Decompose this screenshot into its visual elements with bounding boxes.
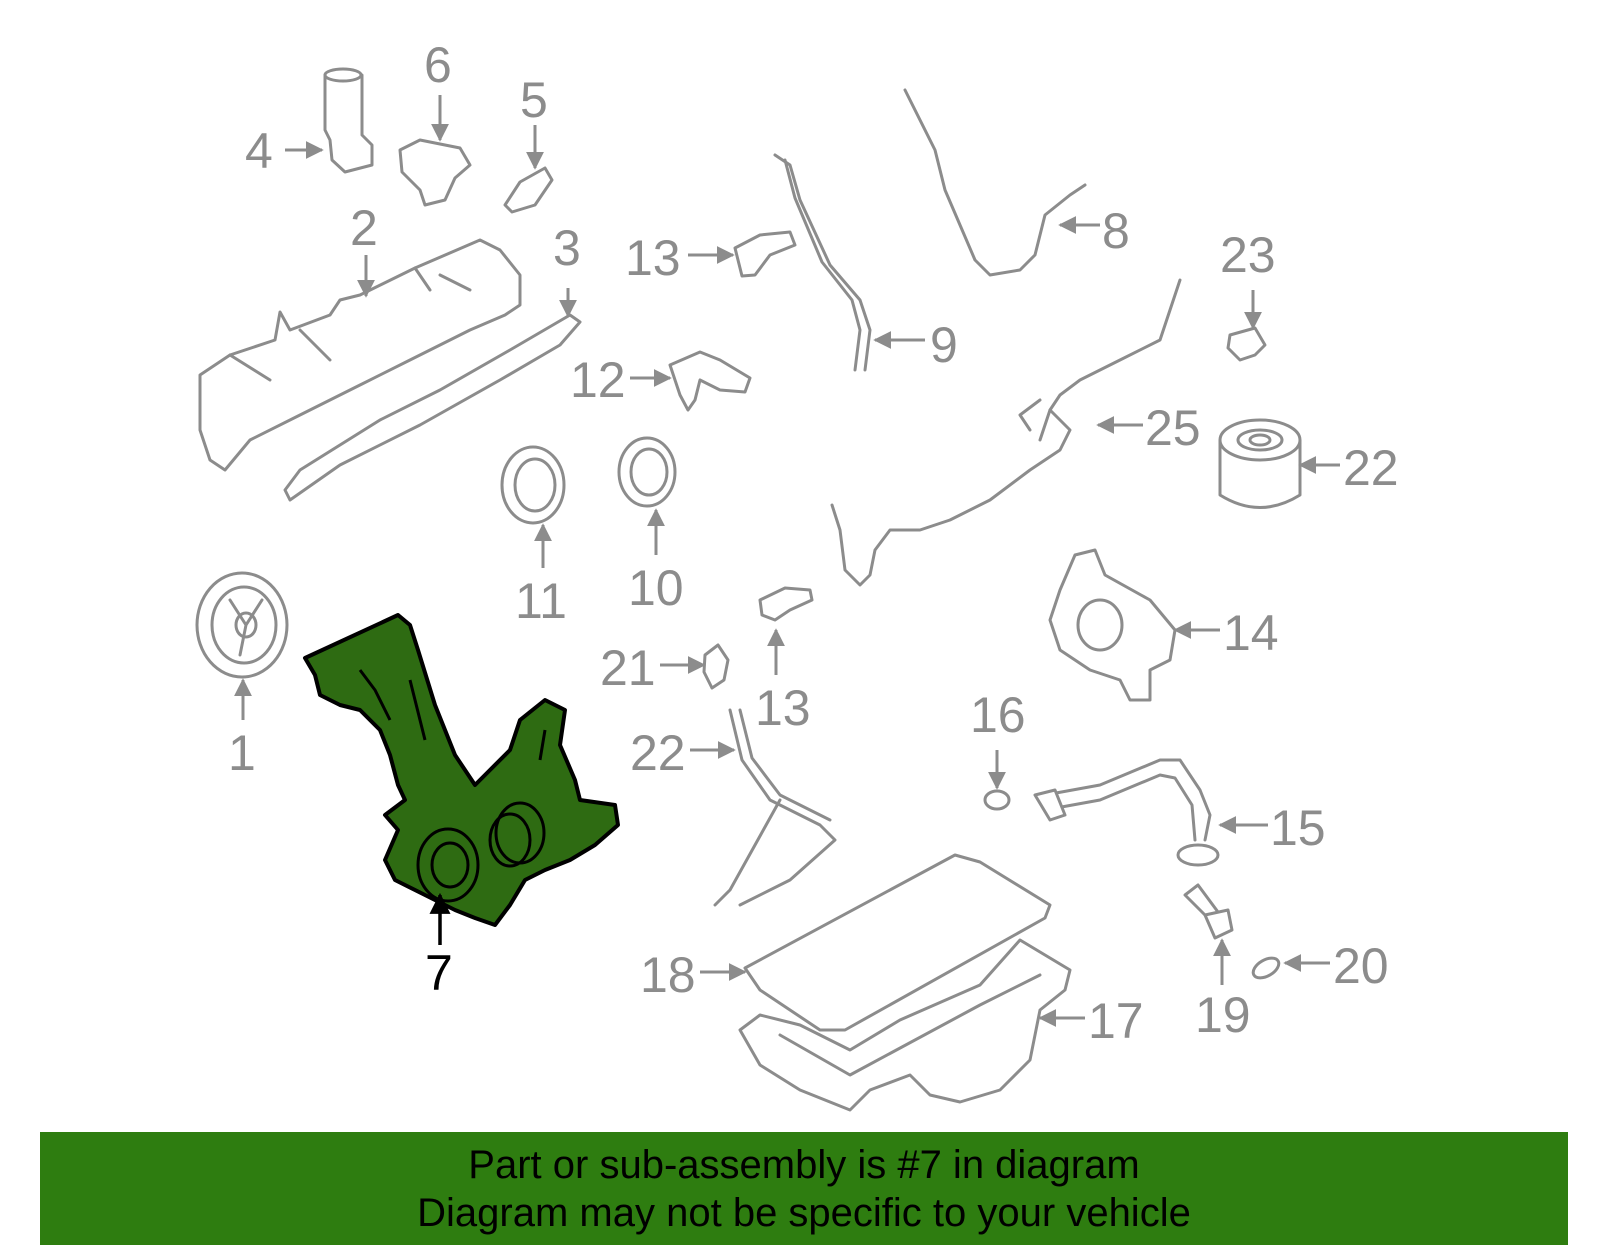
- callout-14: 14: [1223, 605, 1279, 661]
- callout-24: 23: [1220, 227, 1276, 283]
- part-22-dipstick[interactable]: [713, 708, 837, 907]
- part-14-oil-pump[interactable]: [1048, 548, 1177, 702]
- part-7-timing-cover[interactable]: [303, 613, 620, 927]
- part-11-seal[interactable]: [500, 445, 566, 525]
- callout-17: 17: [1088, 993, 1144, 1049]
- callout-5: 5: [520, 72, 548, 128]
- callout-4: 4: [245, 123, 273, 179]
- part-24-clip[interactable]: [1226, 326, 1267, 362]
- callout-19: 19: [1195, 987, 1251, 1043]
- part-3-gasket[interactable]: [283, 313, 582, 502]
- part-6-filler-cap[interactable]: [398, 138, 472, 207]
- part-1-pulley[interactable]: [195, 571, 289, 679]
- callout-16: 16: [970, 687, 1026, 743]
- callout-18: 18: [640, 947, 696, 1003]
- callout-13-top: 13: [625, 230, 681, 286]
- callout-12: 12: [570, 352, 626, 408]
- leader-lines: [234, 95, 1340, 1027]
- part-8-harness[interactable]: [903, 88, 1087, 277]
- callout-8: 8: [1102, 203, 1130, 259]
- callout-11: 11: [515, 573, 567, 629]
- callout-10: 10: [628, 560, 684, 616]
- callout-9: 9: [930, 317, 958, 373]
- part-15-pickup-tube[interactable]: [1033, 758, 1220, 867]
- info-banner: Part or sub-assembly is #7 in diagram Di…: [40, 1132, 1568, 1245]
- part-23-oil-filter[interactable]: [1218, 418, 1302, 509]
- callout-2: 2: [350, 200, 378, 256]
- part-5-gasket[interactable]: [503, 166, 554, 214]
- callout-21: 21: [600, 640, 656, 696]
- part-17-oil-pan[interactable]: [738, 938, 1072, 1112]
- callout-20: 20: [1333, 938, 1389, 994]
- part-19-bolt[interactable]: [1183, 883, 1234, 940]
- part-12-bracket[interactable]: [668, 350, 752, 412]
- callout-25: 25: [1145, 400, 1201, 456]
- callout-15: 15: [1270, 800, 1326, 856]
- callout-13-bottom: 13: [755, 680, 811, 736]
- callout-3: 3: [553, 220, 581, 276]
- part-10-seal[interactable]: [617, 436, 677, 508]
- part-21-sensor[interactable]: [702, 643, 730, 690]
- banner-line-2: Diagram may not be specific to your vehi…: [417, 1190, 1191, 1235]
- part-9-dipstick-tube[interactable]: [773, 153, 872, 372]
- callout-22: 22: [630, 725, 686, 781]
- banner-line-1: Part or sub-assembly is #7 in diagram: [468, 1142, 1140, 1187]
- part-20-o-ring[interactable]: [1250, 954, 1282, 982]
- callout-7: 7: [425, 945, 453, 1001]
- part-13-sensor-top[interactable]: [733, 230, 797, 278]
- callout-23: 22: [1343, 440, 1399, 496]
- part-4-filler-tube[interactable]: [323, 67, 374, 174]
- callout-6: 6: [424, 37, 452, 93]
- part-18-pan-gasket[interactable]: [743, 853, 1052, 1032]
- part-2-valve-cover[interactable]: [198, 238, 522, 472]
- part-16-o-ring[interactable]: [983, 789, 1011, 811]
- callout-1: 1: [228, 725, 256, 781]
- part-25-harness[interactable]: [830, 278, 1182, 587]
- part-13-sensor-bottom[interactable]: [758, 586, 814, 622]
- callout-labels: 4 6 5 2 3 13 8 23 9 12 25 22 11 10 14 21…: [228, 37, 1399, 1049]
